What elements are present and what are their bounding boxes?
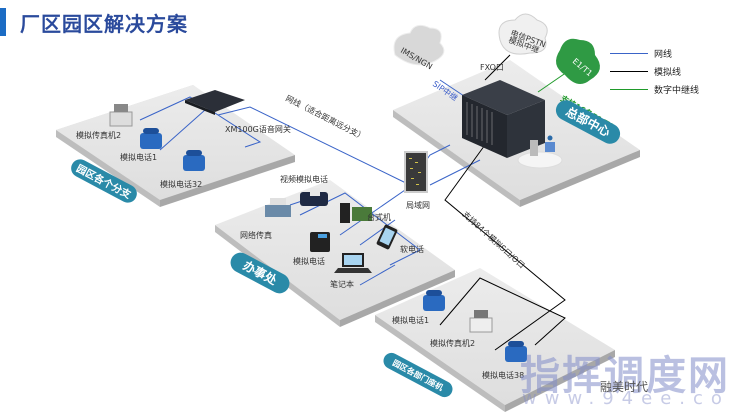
device-label: 视频模拟电话 <box>280 174 328 184</box>
legend-swatch <box>610 70 648 72</box>
legend-swatch <box>610 52 648 54</box>
network-line-branch <box>139 96 262 148</box>
network-long-label: 网线（适合距离远分支） <box>284 93 367 142</box>
fxo-label: FXO口 <box>480 63 504 72</box>
cloud-pstn: 电信PSTN 模拟中继 <box>498 13 548 55</box>
analog-line-departments <box>439 277 566 346</box>
page-title: 厂区园区解决方案 <box>20 12 188 36</box>
device-label: 模拟电话32 <box>160 179 202 189</box>
gateway-device-icon <box>185 90 245 115</box>
analog-support-label: 支持84个模拟S口/O口 <box>461 209 527 270</box>
video-phone-icon <box>300 188 328 206</box>
fxo-line <box>484 54 511 81</box>
device-label: 模拟传真机2 <box>76 130 121 140</box>
device-label: 模拟电话 <box>293 256 325 266</box>
device-label: 台式机 <box>367 212 391 222</box>
cloud-ims-ngn: IMS/NGN <box>393 24 445 71</box>
watermark-text: 指挥调度网 <box>520 353 730 399</box>
fax-icon <box>469 310 493 333</box>
phone-icon <box>140 128 162 149</box>
phone-icon <box>183 150 205 171</box>
device-label: 软电话 <box>400 244 424 254</box>
laptop-icon <box>334 253 372 273</box>
legend: 网线 模拟线 数字中继线 <box>610 44 699 98</box>
device-label: 模拟传真机2 <box>430 338 475 348</box>
device-label: 模拟电话38 <box>482 370 524 380</box>
legend-item-digital-trunk: 数字中继线 <box>610 80 699 98</box>
ip-phone-icon <box>310 232 330 252</box>
watermark-source: 融美时代 <box>600 380 649 394</box>
network-fax-icon <box>265 198 291 217</box>
analog-lines <box>439 54 566 351</box>
legend-swatch <box>610 88 648 90</box>
legend-item-analog: 模拟线 <box>610 62 699 80</box>
network-line-gateway-lan <box>217 106 411 186</box>
phone-icon <box>423 290 445 311</box>
analog-line-hq-departments <box>444 137 566 351</box>
watermark-url: www.94ee.com <box>522 388 731 409</box>
cloud-e1-t1: E1/T1 <box>556 38 600 84</box>
fax-icon <box>109 104 133 127</box>
device-label: 模拟电话1 <box>392 315 429 325</box>
device-label: 模拟电话1 <box>120 152 157 162</box>
device-label: 网络传真 <box>240 230 272 240</box>
legend-item-network: 网线 <box>610 44 699 62</box>
phone-icon <box>505 341 527 362</box>
gateway-label: XM100G语音网关 <box>225 124 291 134</box>
smartphone-icon <box>376 224 398 250</box>
title-accent-bar <box>0 8 6 36</box>
lan-server-icon <box>404 151 428 193</box>
legend-label: 模拟线 <box>654 67 682 78</box>
lan-label: 局域网 <box>406 200 430 210</box>
legend-label: 网线 <box>654 49 673 60</box>
legend-label: 数字中继线 <box>654 85 700 96</box>
device-label: 笔记本 <box>330 279 354 289</box>
desktop-icon <box>340 203 372 223</box>
hq-workstation-icon <box>517 135 563 169</box>
